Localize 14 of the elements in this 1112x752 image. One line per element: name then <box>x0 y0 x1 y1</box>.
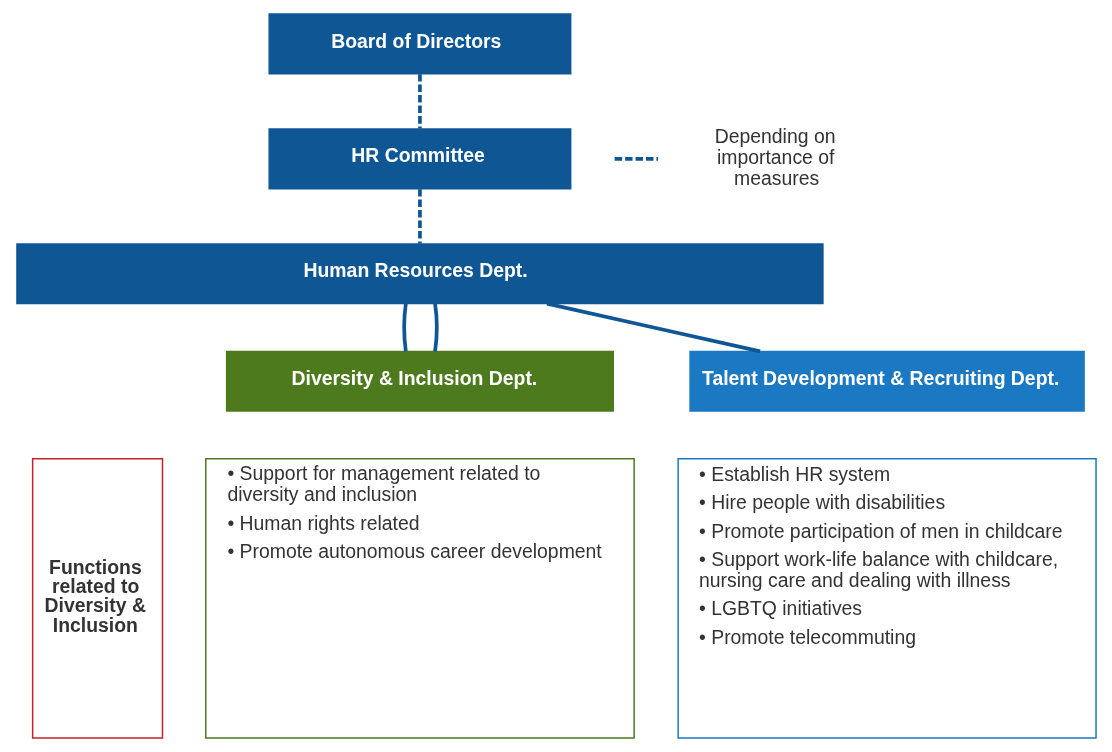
node-box: Board of Directors <box>267 13 571 75</box>
node-box: • Support for management related to diversity and inclusion • Human rights related • Promote autonomous career development <box>204 458 635 739</box>
node-box: Functions related to Diversity & Inclusion <box>31 458 163 739</box>
connector <box>417 189 422 244</box>
connector <box>546 301 760 354</box>
legend-label: Depending on importance of measures <box>714 125 835 189</box>
node-box: Diversity & Inclusion Dept. <box>225 350 614 412</box>
node-box: Human Resources Dept. <box>15 243 824 305</box>
node-box: HR Committee <box>267 128 571 190</box>
node-box: Talent Development & Recruiting Dept. <box>688 350 1085 412</box>
connector <box>401 303 408 352</box>
connector <box>417 74 422 129</box>
node-box: • Establish HR system • Hire people with disabilities • Promote participation of men in childcare • Support work-life balance with childcare, nursing care and dealing with illness • LGBTQ initiatives • Promote telecommuting <box>676 458 1097 739</box>
connector <box>432 303 439 352</box>
